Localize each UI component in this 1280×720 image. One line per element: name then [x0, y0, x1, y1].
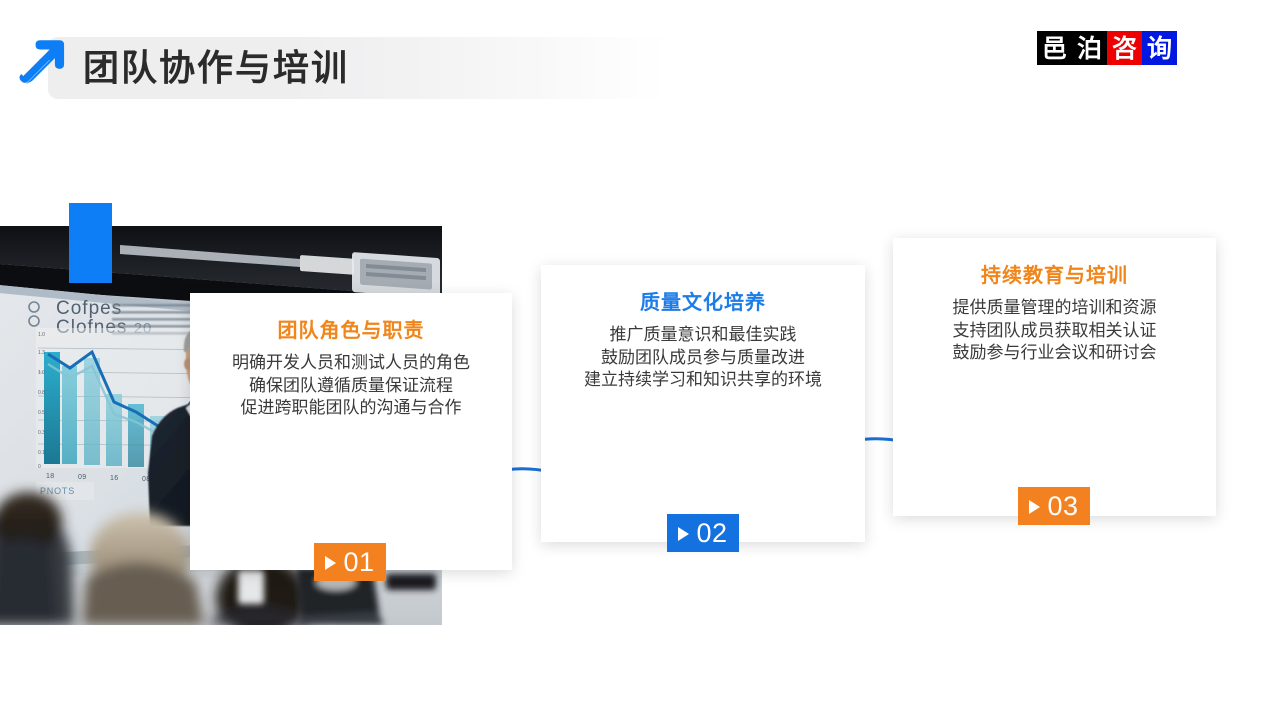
arrow-up-right-icon	[13, 32, 75, 94]
svg-text:18: 18	[46, 473, 55, 480]
svg-text:0.1: 0.1	[38, 450, 45, 456]
card-1-body: 明确开发人员和测试人员的角色 确保团队遵循质量保证流程 促进跨职能团队的沟通与合…	[190, 352, 512, 420]
card-3-number-badge[interactable]: 03	[1018, 487, 1090, 525]
play-triangle-icon	[325, 555, 337, 570]
card-3-body: 提供质量管理的培训和资源 支持团队成员获取相关认证 鼓励参与行业会议和研讨会	[893, 297, 1216, 365]
info-card-3[interactable]: 持续教育与培训 提供质量管理的培训和资源 支持团队成员获取相关认证 鼓励参与行业…	[893, 238, 1216, 516]
card-3-line-1: 提供质量管理的培训和资源	[952, 298, 1157, 317]
svg-text:08: 08	[142, 476, 151, 483]
card-1-number-badge[interactable]: 01	[314, 543, 386, 581]
card-2-line-2: 鼓励团队成员参与质量改进	[601, 347, 805, 367]
svg-text:0.8: 0.8	[38, 390, 45, 396]
logo-char-2: 泊	[1072, 31, 1107, 65]
svg-text:PNOTS: PNOTS	[40, 486, 75, 496]
card-2-title: 质量文化培养	[640, 292, 766, 314]
logo-char-4: 询	[1142, 31, 1177, 65]
card-2-line-1: 推广质量意识和最佳实践	[609, 325, 797, 344]
brand-logo: 邑 泊 咨 询	[1037, 31, 1177, 65]
card-1-line-2: 确保团队遵循质量保证流程	[249, 375, 453, 395]
svg-text:0: 0	[38, 464, 41, 470]
card-3-line-3: 鼓励参与行业会议和研讨会	[952, 343, 1157, 362]
logo-char-1: 邑	[1037, 31, 1072, 65]
svg-text:Cofpes: Cofpes	[56, 298, 122, 319]
card-1-line-3: 促进跨职能团队的沟通与合作	[240, 398, 462, 417]
svg-text:09: 09	[78, 474, 87, 481]
card-1-number: 01	[343, 546, 375, 577]
svg-text:16: 16	[110, 475, 119, 482]
card-3-title: 持续教育与培训	[981, 265, 1128, 287]
card-2-body: 推广质量意识和最佳实践 鼓励团队成员参与质量改进 建立持续学习和知识共享的环境	[541, 324, 865, 392]
info-card-2[interactable]: 质量文化培养 推广质量意识和最佳实践 鼓励团队成员参与质量改进 建立持续学习和知…	[541, 265, 865, 542]
card-2-number: 02	[696, 517, 728, 548]
svg-text:0.5: 0.5	[38, 410, 45, 416]
card-1-line-1: 明确开发人员和测试人员的角色	[232, 353, 470, 372]
info-card-1[interactable]: 团队角色与职责 明确开发人员和测试人员的角色 确保团队遵循质量保证流程 促进跨职…	[190, 293, 512, 570]
svg-text:1.0: 1.0	[38, 332, 45, 338]
card-1-title: 团队角色与职责	[277, 320, 425, 342]
card-2-line-3: 建立持续学习和知识共享的环境	[584, 370, 822, 389]
svg-text:0.3: 0.3	[38, 430, 45, 436]
card-3-number: 03	[1047, 490, 1079, 521]
card-3-line-2: 支持团队成员获取相关认证	[952, 320, 1157, 340]
play-triangle-icon	[1029, 499, 1041, 514]
header-band	[48, 37, 668, 99]
svg-text:1.3: 1.3	[38, 350, 45, 356]
logo-char-3: 咨	[1107, 31, 1142, 65]
svg-text:1.0: 1.0	[38, 370, 45, 376]
card-2-number-badge[interactable]: 02	[667, 514, 739, 552]
photo-blue-accent-rectangle	[69, 203, 112, 283]
play-triangle-icon	[678, 526, 690, 541]
page-title: 团队协作与培训	[83, 47, 350, 88]
